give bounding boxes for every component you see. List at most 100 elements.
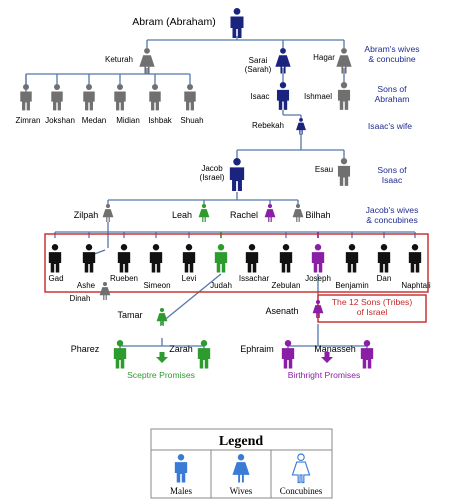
medan-label: Medan [82, 116, 106, 125]
ashe-label: Ashe [77, 281, 96, 290]
jokshan-label: Jokshan [45, 116, 75, 125]
twelve-sons-note: The 12 Sons (Tribes)of Israel [332, 297, 413, 317]
jokshan-figure [51, 84, 63, 111]
jacob-figure [229, 158, 245, 191]
naphtali-label: Naphtali [401, 281, 431, 290]
manasseh-label: Manasseh [314, 344, 356, 354]
shuah-figure [184, 84, 196, 111]
sarai-label: Sarai(Sarah) [245, 56, 272, 74]
gad-figure [48, 244, 62, 273]
esau-label: Esau [315, 165, 333, 174]
ishmael-label: Ishmael [304, 92, 332, 101]
isaac-label: Isaac [250, 92, 269, 101]
zimran-figure [20, 84, 32, 111]
dan-figure [377, 244, 391, 273]
shuah-label: Shuah [180, 116, 203, 125]
naphtali-figure [408, 244, 422, 273]
isaac-figure [276, 82, 290, 110]
pharez-figure [113, 340, 127, 369]
gad-label: Gad [48, 274, 63, 283]
medan-figure [83, 84, 95, 111]
keturah-label: Keturah [105, 55, 133, 64]
people-figures [20, 8, 422, 369]
legend-title: Legend [219, 434, 264, 449]
isaacs-wife-note: Isaac's wife [368, 121, 412, 131]
esau-figure [337, 158, 351, 186]
legend-males-label: Males [170, 486, 192, 496]
rueben-label: Rueben [110, 274, 138, 283]
tamar-label: Tamar [117, 310, 142, 320]
zarah-figure [197, 340, 211, 369]
midian-label: Midian [116, 116, 140, 125]
levi-label: Levi [182, 274, 197, 283]
rachel-figure [264, 204, 276, 222]
connector-line [161, 273, 222, 323]
judah-label: Judah [210, 281, 232, 290]
twelve-sons-box [44, 233, 429, 293]
birthright-arrow-icon [321, 352, 333, 363]
benjamin-figure [345, 244, 359, 273]
zilpah-figure [102, 204, 114, 222]
rueben-figure [117, 244, 131, 273]
simeon-label: Simeon [143, 281, 170, 290]
ashe-figure [82, 244, 96, 273]
abram-label: Abram (Abraham) [132, 16, 215, 28]
ishmael-figure [337, 82, 351, 110]
bilhah-label: Bilhah [305, 210, 330, 220]
dinah-label: Dinah [70, 294, 91, 303]
legend-concubine-icon [291, 453, 311, 484]
jacob-label: Jacob(Israel) [200, 164, 225, 182]
zebulan-figure [279, 244, 293, 273]
legend-concubines-label: Concubines [280, 486, 323, 496]
asenath-figure [312, 300, 324, 318]
ephraim-label: Ephraim [240, 344, 274, 354]
sceptre-arrow-icon [156, 352, 168, 363]
tamar-figure [156, 308, 168, 326]
ishbak-figure [149, 84, 161, 111]
labels: Abram (Abraham) Keturah Sarai(Sarah) HagarZ… [16, 16, 431, 380]
asenath-label: Asenath [265, 306, 298, 316]
leah-figure [198, 204, 210, 222]
legend-wives-label: Wives [230, 486, 253, 496]
midian-figure [114, 84, 126, 111]
legend-wife-icon [232, 454, 250, 483]
legend-male-icon [174, 454, 188, 483]
sceptre-promises-note: Sceptre Promises [127, 370, 195, 380]
abrams-wives-note: Abram's wives& concubine [364, 44, 419, 64]
manasseh-figure [360, 340, 374, 369]
rebekah-label: Rebekah [252, 121, 284, 130]
keturah-figure [139, 48, 155, 74]
leah-label: Leah [172, 210, 192, 220]
ephraim-figure [281, 340, 295, 369]
ishbak-label: Ishbak [148, 116, 173, 125]
issachar-label: Issachar [239, 274, 270, 283]
issachar-figure [245, 244, 259, 273]
dan-label: Dan [377, 274, 392, 283]
levi-figure [182, 244, 196, 273]
rachel-label: Rachel [230, 210, 258, 220]
promise-arrows [156, 352, 333, 363]
zebulan-label: Zebulan [272, 281, 301, 290]
hagar-figure [336, 48, 352, 74]
jacobs-wives-note: Jacob's wives& concubines [366, 205, 419, 225]
judah-figure [214, 244, 228, 273]
pharez-label: Pharez [71, 344, 100, 354]
abram-figure [230, 8, 244, 38]
zarah-label: Zarah [169, 344, 193, 354]
hagar-label: Hagar [313, 53, 335, 62]
joseph-figure [311, 244, 325, 273]
rebekah-figure [296, 118, 306, 135]
benjamin-label: Benjamin [335, 281, 368, 290]
zimran-label: Zimran [16, 116, 41, 125]
joseph-label: Joseph [305, 274, 331, 283]
sarai-figure [275, 48, 291, 74]
zilpah-label: Zilpah [74, 210, 99, 220]
birthright-promises-note: Birthright Promises [288, 370, 361, 380]
dinah-figure [99, 282, 111, 300]
simeon-figure [149, 244, 163, 273]
bilhah-figure [292, 204, 304, 222]
